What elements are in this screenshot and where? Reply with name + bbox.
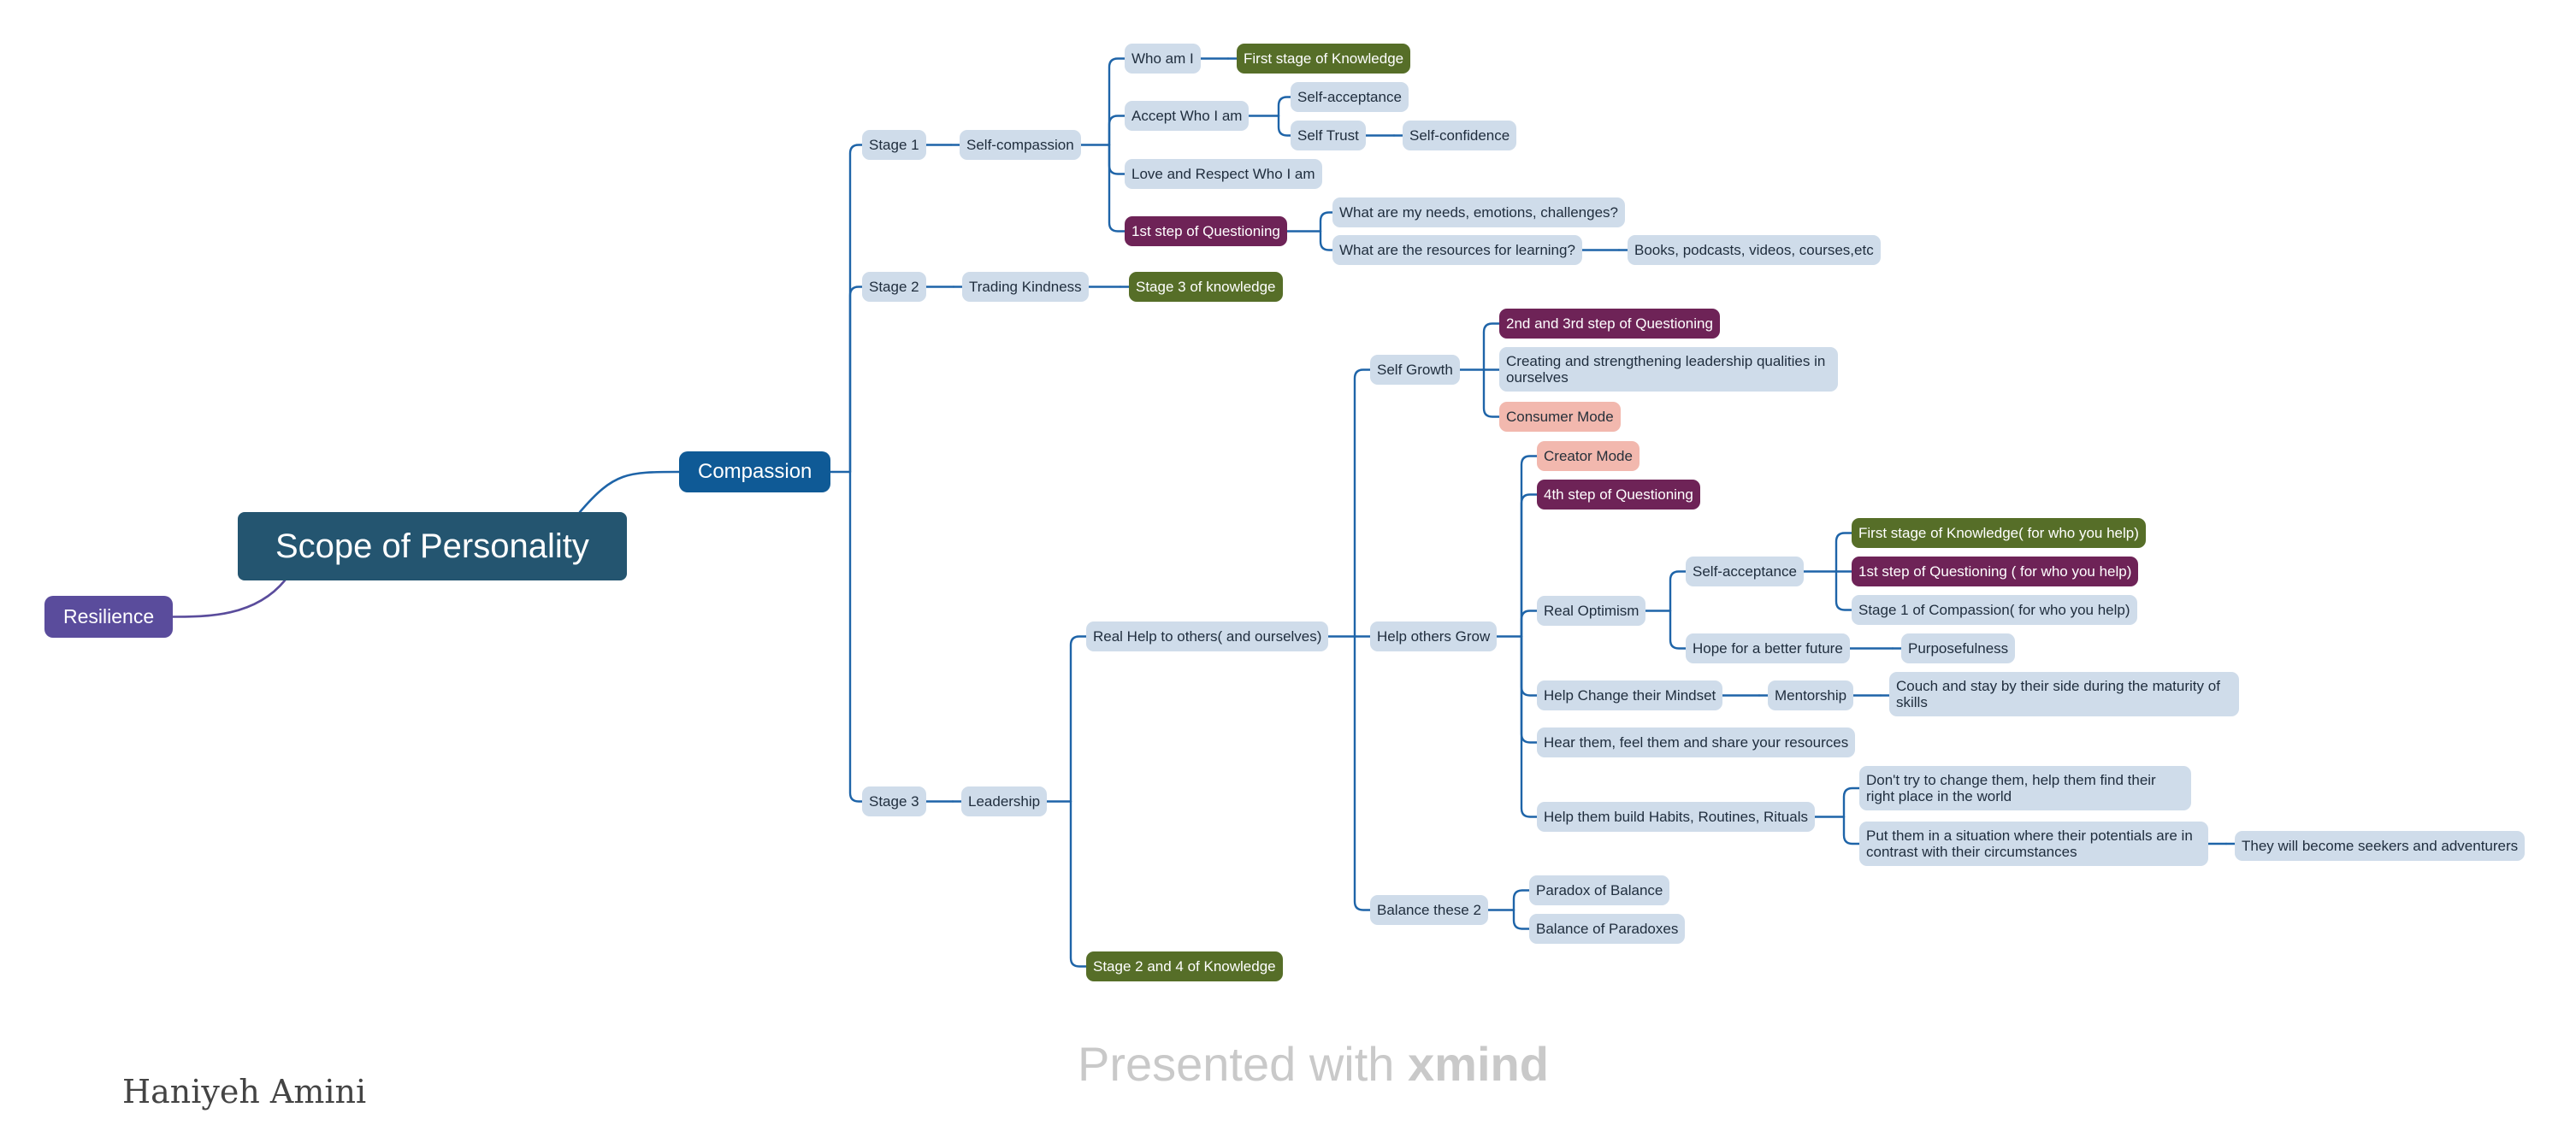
author-signature: Haniyeh Amini	[122, 1073, 367, 1110]
self-compassion-topic[interactable]: Self-compassion	[960, 130, 1081, 160]
first-step-questioning-topic[interactable]: 1st step of Questioning	[1125, 216, 1287, 246]
leadership-qualities-topic[interactable]: Creating and strengthening leadership qu…	[1499, 347, 1838, 392]
mentorship-topic[interactable]: Mentorship	[1768, 680, 1854, 710]
first-step-questioning-help-topic[interactable]: 1st step of Questioning ( for who you he…	[1852, 557, 2139, 586]
stage-3-knowledge-topic[interactable]: Stage 3 of knowledge	[1129, 272, 1283, 302]
self-trust-topic[interactable]: Self Trust	[1291, 121, 1366, 150]
resilience-topic[interactable]: Resilience	[44, 596, 174, 638]
accept-who-i-am-topic[interactable]: Accept Who I am	[1125, 101, 1250, 131]
xmind-logo: xmind	[1408, 1037, 1549, 1091]
self-growth-topic[interactable]: Self Growth	[1370, 355, 1460, 385]
consumer-mode-topic[interactable]: Consumer Mode	[1499, 402, 1621, 432]
help-others-grow-topic[interactable]: Help others Grow	[1370, 621, 1498, 651]
questioning-4-topic[interactable]: 4th step of Questioning	[1537, 480, 1700, 510]
root-topic[interactable]: Scope of Personality	[238, 512, 627, 580]
who-am-i-topic[interactable]: Who am I	[1125, 44, 1201, 74]
seekers-topic[interactable]: They will become seekers and adventurers	[2235, 831, 2526, 861]
stage-2-topic[interactable]: Stage 2	[862, 272, 926, 302]
habits-topic[interactable]: Help them build Habits, Routines, Ritual…	[1537, 802, 1815, 832]
dont-change-topic[interactable]: Don't try to change them, help them find…	[1859, 766, 2191, 810]
questioning-2-3-topic[interactable]: 2nd and 3rd step of Questioning	[1499, 309, 1720, 339]
first-stage-knowledge-help-topic[interactable]: First stage of Knowledge( for who you he…	[1852, 518, 2146, 548]
creator-mode-topic[interactable]: Creator Mode	[1537, 441, 1640, 471]
purposefulness-topic[interactable]: Purposefulness	[1901, 633, 2016, 663]
first-stage-knowledge-topic[interactable]: First stage of Knowledge	[1237, 44, 1411, 74]
resources-answer-topic[interactable]: Books, podcasts, videos, courses,etc	[1628, 235, 1881, 265]
real-help-topic[interactable]: Real Help to others( and ourselves)	[1086, 621, 1329, 651]
put-them-topic[interactable]: Put them in a situation where their pote…	[1859, 822, 2208, 866]
couch-topic[interactable]: Couch and stay by their side during the …	[1889, 672, 2239, 716]
self-confidence-topic[interactable]: Self-confidence	[1403, 121, 1517, 150]
stage-1-topic[interactable]: Stage 1	[862, 130, 926, 160]
hope-topic[interactable]: Hope for a better future	[1686, 633, 1850, 663]
self-acceptance-help-topic[interactable]: Self-acceptance	[1686, 557, 1804, 586]
self-acceptance-topic[interactable]: Self-acceptance	[1291, 82, 1409, 112]
leadership-topic[interactable]: Leadership	[961, 786, 1048, 816]
love-respect-topic[interactable]: Love and Respect Who I am	[1125, 159, 1322, 189]
balance-of-paradoxes-topic[interactable]: Balance of Paradoxes	[1529, 914, 1686, 944]
balance-these-topic[interactable]: Balance these 2	[1370, 895, 1488, 925]
trading-kindness-topic[interactable]: Trading Kindness	[962, 272, 1089, 302]
real-optimism-topic[interactable]: Real Optimism	[1537, 596, 1646, 626]
stage-3-topic[interactable]: Stage 3	[862, 786, 926, 816]
hear-them-topic[interactable]: Hear them, feel them and share your reso…	[1537, 727, 1856, 757]
needs-question-topic[interactable]: What are my needs, emotions, challenges?	[1332, 197, 1626, 227]
compassion-topic[interactable]: Compassion	[679, 451, 831, 492]
resources-question-topic[interactable]: What are the resources for learning?	[1332, 235, 1582, 265]
stage-1-compassion-help-topic[interactable]: Stage 1 of Compassion( for who you help)	[1852, 595, 2137, 625]
presented-with-text: Presented with	[1078, 1037, 1395, 1091]
paradox-of-balance-topic[interactable]: Paradox of Balance	[1529, 875, 1670, 905]
presented-with-xmind: Presented with xmind	[1078, 1037, 1549, 1092]
change-mindset-topic[interactable]: Help Change their Mindset	[1537, 680, 1723, 710]
stage-2-4-knowledge-topic[interactable]: Stage 2 and 4 of Knowledge	[1086, 951, 1283, 981]
